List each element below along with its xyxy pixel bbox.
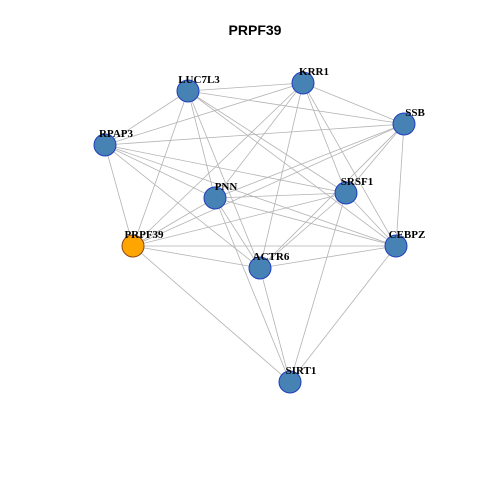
node-label-krr1: KRR1	[299, 66, 329, 78]
node-sirt1[interactable]	[278, 370, 302, 394]
node-layer	[93, 71, 416, 394]
edge-krr1-pnn	[214, 82, 304, 199]
edge-srsf1-sirt1	[289, 192, 347, 383]
edge-srsf1-cebpz	[345, 192, 397, 247]
node-ssb[interactable]	[392, 112, 416, 136]
edge-ssb-actr6	[259, 123, 405, 269]
edge-luc7l3-cebpz	[187, 90, 397, 247]
edge-pnn-actr6	[214, 197, 261, 269]
node-label-srsf1: SRSF1	[341, 176, 373, 188]
edge-luc7l3-ssb	[187, 90, 405, 125]
edge-rpap3-pnn	[104, 144, 216, 199]
edge-pnn-srsf1	[214, 192, 347, 199]
graph-title: PRPF39	[229, 22, 282, 38]
node-pnn[interactable]	[203, 186, 227, 210]
edge-luc7l3-pnn	[187, 90, 216, 199]
edge-krr1-actr6	[259, 82, 304, 269]
edge-ssb-prpf39	[132, 123, 405, 247]
edge-cebpz-sirt1	[289, 245, 397, 383]
edge-ssb-cebpz	[395, 123, 405, 247]
node-luc7l3[interactable]	[176, 79, 200, 103]
edge-layer	[104, 82, 405, 383]
edge-krr1-prpf39	[132, 82, 304, 247]
node-label-prpf39: PRPF39	[124, 229, 164, 241]
node-prpf39[interactable]	[121, 234, 145, 258]
node-cebpz[interactable]	[384, 234, 408, 258]
edge-srsf1-actr6	[259, 192, 347, 269]
edge-cebpz-actr6	[259, 245, 397, 269]
edge-pnn-cebpz	[214, 197, 397, 247]
edge-luc7l3-krr1	[187, 82, 304, 92]
edge-ssb-rpap3	[104, 123, 405, 146]
edge-krr1-srsf1	[302, 82, 347, 194]
edge-luc7l3-srsf1	[187, 90, 347, 194]
node-rpap3[interactable]	[93, 133, 117, 157]
edge-luc7l3-prpf39	[132, 90, 189, 247]
edge-luc7l3-actr6	[187, 90, 261, 269]
node-label-actr6: ACTR6	[253, 251, 290, 263]
edge-rpap3-prpf39	[104, 144, 134, 247]
edge-pnn-prpf39	[132, 197, 216, 247]
edge-rpap3-srsf1	[104, 144, 347, 194]
edge-rpap3-actr6	[104, 144, 261, 269]
node-srsf1[interactable]	[334, 181, 358, 205]
edge-prpf39-actr6	[132, 245, 261, 269]
node-label-luc7l3: LUC7L3	[178, 74, 220, 86]
node-krr1[interactable]	[291, 71, 315, 95]
edge-krr1-cebpz	[302, 82, 397, 247]
node-label-pnn: PNN	[215, 181, 238, 193]
edge-rpap3-cebpz	[104, 144, 397, 247]
edge-actr6-sirt1	[259, 267, 291, 383]
node-label-sirt1: SIRT1	[286, 365, 317, 377]
edge-ssb-pnn	[214, 123, 405, 199]
node-actr6[interactable]	[248, 256, 272, 280]
node-label-rpap3: RPAP3	[99, 128, 134, 140]
node-label-cebpz: CEBPZ	[389, 229, 426, 241]
edge-krr1-ssb	[302, 82, 405, 125]
node-label-ssb: SSB	[405, 107, 425, 119]
edge-pnn-sirt1	[214, 197, 291, 383]
edge-prpf39-sirt1	[132, 245, 291, 383]
edge-ssb-srsf1	[345, 123, 405, 194]
edge-krr1-rpap3	[104, 82, 304, 146]
edge-luc7l3-rpap3	[104, 90, 189, 146]
edge-srsf1-prpf39	[132, 192, 347, 247]
